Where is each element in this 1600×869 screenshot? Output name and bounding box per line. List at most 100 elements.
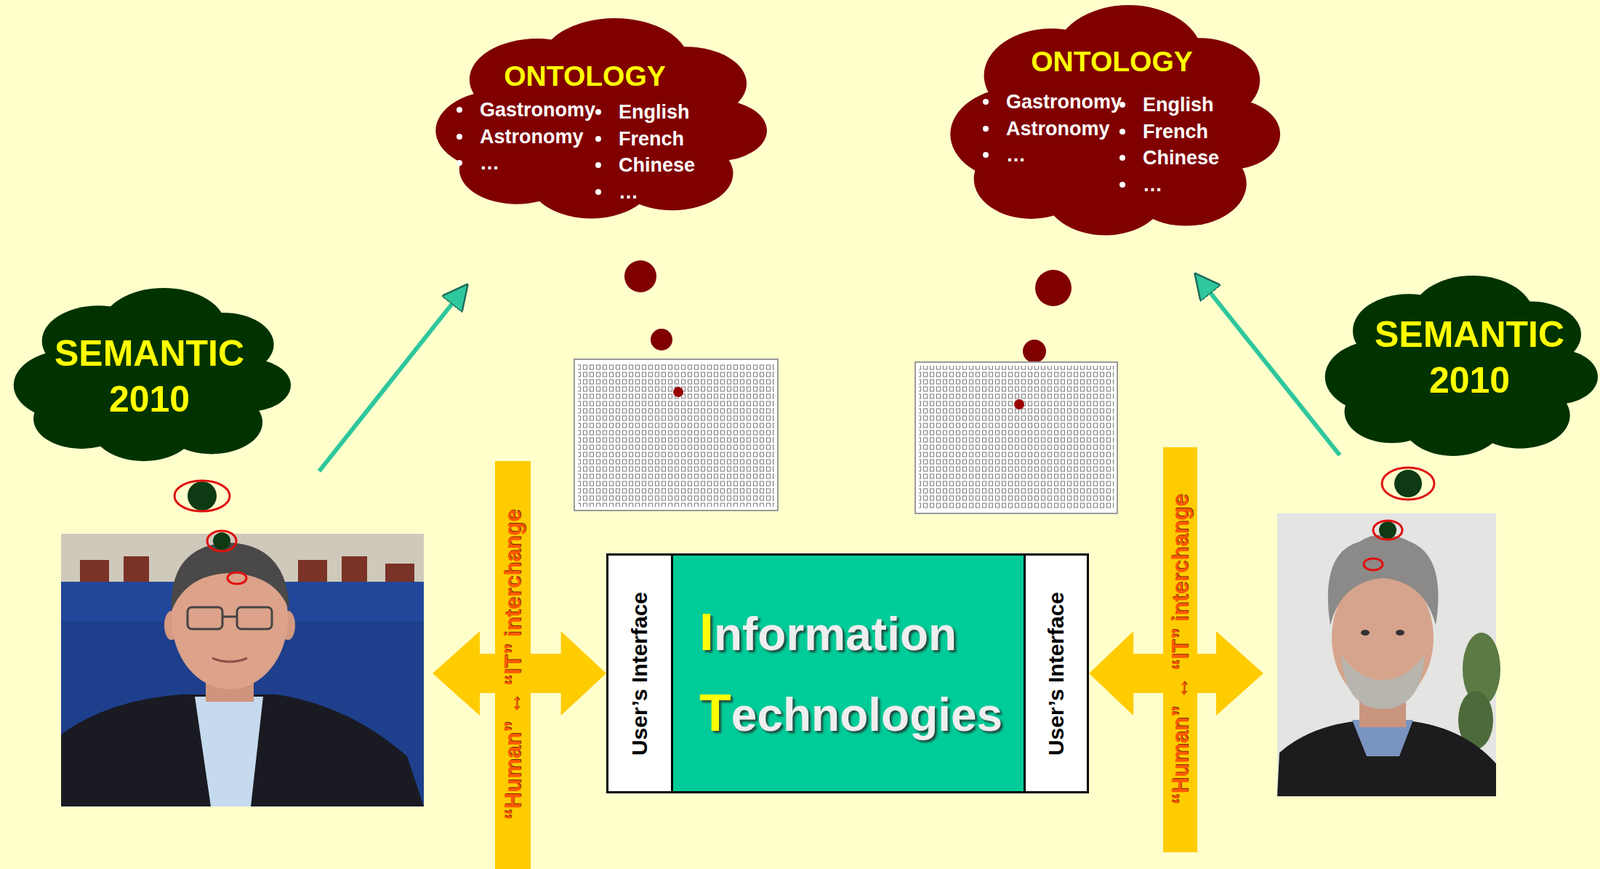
list-text: Gastronomy xyxy=(1006,90,1122,115)
list-text: … xyxy=(1006,143,1026,168)
it-box: Information Technologies xyxy=(673,553,1024,794)
eye xyxy=(1360,629,1370,636)
bullet-dot xyxy=(456,133,463,140)
cloud-heading: ONTOLOGY xyxy=(943,45,1281,78)
red-ring xyxy=(207,530,237,552)
green-dot xyxy=(187,481,217,511)
thought-bubble xyxy=(650,328,673,351)
list-item: French xyxy=(618,127,695,155)
eye xyxy=(1395,629,1405,636)
cloud-node: SEMANTIC 2010 xyxy=(1319,275,1598,460)
yellow-arrow xyxy=(1088,630,1164,716)
list-text: Astronomy xyxy=(1006,117,1111,142)
list-item: … xyxy=(1142,173,1220,200)
list-text: Gastronomy xyxy=(479,98,596,123)
list-text: Astronomy xyxy=(479,125,584,150)
chair xyxy=(341,556,368,586)
list-row: GastronomyAstronomy…EnglishFrenchChinese… xyxy=(943,90,1281,200)
bullet-dot xyxy=(982,151,989,158)
shirt xyxy=(194,696,264,807)
bullet-dot xyxy=(1119,128,1126,135)
band-label: “Human” ↔ “IT” interchange xyxy=(1167,494,1193,805)
list-column: EnglishFrenchChinese… xyxy=(618,98,695,207)
red-ring xyxy=(227,572,247,584)
red-ring xyxy=(174,480,230,512)
thought-bubble xyxy=(624,260,657,293)
binary-pattern xyxy=(577,362,775,507)
bullet-dot xyxy=(595,162,602,168)
cloud-title: SEMANTIC 2010 xyxy=(1364,311,1576,403)
bullet-dot xyxy=(595,109,602,115)
list-text: … xyxy=(479,151,500,176)
list-text: French xyxy=(1142,119,1209,144)
interface-label: User’s Interface xyxy=(1044,591,1069,755)
list-column: EnglishFrenchChinese… xyxy=(1142,90,1220,200)
list-text: Chinese xyxy=(1142,146,1220,171)
photo-right xyxy=(1277,513,1501,797)
glasses xyxy=(187,606,223,629)
bullet-dot xyxy=(595,189,602,195)
thought-bubble xyxy=(1035,269,1072,307)
chair xyxy=(123,556,150,586)
binary-grid xyxy=(574,359,778,511)
list-text: … xyxy=(618,180,639,205)
list-item: English xyxy=(618,100,695,128)
list-column: GastronomyAstronomy… xyxy=(943,90,1143,200)
interchange-band: “Human” ↔ “IT” interchange xyxy=(1163,447,1198,852)
interchange-band: “Human” ↔ “IT” interchange xyxy=(495,460,531,869)
list-row: GastronomyAstronomy…EnglishFrenchChinese… xyxy=(428,98,767,207)
cloud-title: SEMANTIC 2010 xyxy=(44,330,256,422)
bullet-dot xyxy=(595,135,602,142)
cloud-node: ONTOLOGYGastronomyAstronomy…EnglishFrenc… xyxy=(428,18,767,223)
bullet-dot xyxy=(982,125,989,132)
list-item: French xyxy=(1142,119,1220,147)
cloud-node: ONTOLOGYGastronomyAstronomy…EnglishFrenc… xyxy=(943,5,1281,240)
list-text: French xyxy=(618,127,685,152)
mouth xyxy=(212,657,248,662)
cloud-node: SEMANTIC 2010 xyxy=(7,287,291,465)
cloud-shape xyxy=(7,287,291,465)
jacket xyxy=(61,694,424,807)
interface-box: User’s Interface xyxy=(1023,553,1089,794)
cloud-bump xyxy=(1344,380,1439,443)
glasses-bridge xyxy=(222,615,237,618)
beard xyxy=(1341,654,1425,709)
photo-left xyxy=(61,533,424,807)
interface-label: User’s Interface xyxy=(628,591,653,755)
glasses xyxy=(236,606,272,629)
list-text: … xyxy=(1142,173,1163,198)
red-dot xyxy=(1014,399,1025,410)
green-dot xyxy=(212,532,231,550)
interface-box: User’s Interface xyxy=(606,553,674,794)
red-ring xyxy=(1373,520,1403,540)
band-label: “Human” ↔ “IT” interchange xyxy=(500,509,525,820)
thought-bubble xyxy=(1022,339,1047,363)
photo-background xyxy=(1277,513,1497,797)
list-text: English xyxy=(1142,93,1214,118)
list-item: Chinese xyxy=(1142,146,1220,174)
binary-grid xyxy=(915,362,1118,514)
bullet-dot xyxy=(982,98,989,105)
bullet-dot xyxy=(456,159,463,166)
hair xyxy=(171,542,290,611)
cloud-heading: ONTOLOGY xyxy=(428,60,767,92)
green-dot xyxy=(1394,469,1422,498)
green-dot xyxy=(1379,521,1397,539)
list-item: English xyxy=(1142,93,1220,120)
red-ring xyxy=(1381,467,1435,500)
bullet-dot xyxy=(456,106,463,113)
title-word: Information xyxy=(699,592,1003,674)
list-column: GastronomyAstronomy… xyxy=(428,98,619,207)
list-text: English xyxy=(618,100,690,125)
teal-arrow xyxy=(1197,276,1340,456)
photo-background xyxy=(61,533,424,807)
bullet-dot xyxy=(1119,154,1126,161)
title-word: Technologies xyxy=(699,673,1003,754)
teal-arrow xyxy=(319,287,466,472)
title-text: Information Technologies xyxy=(699,592,1003,754)
list-item: Chinese xyxy=(618,153,695,181)
hair xyxy=(1328,534,1439,626)
cloud-bump xyxy=(974,138,1089,219)
yellow-arrow xyxy=(530,630,607,716)
